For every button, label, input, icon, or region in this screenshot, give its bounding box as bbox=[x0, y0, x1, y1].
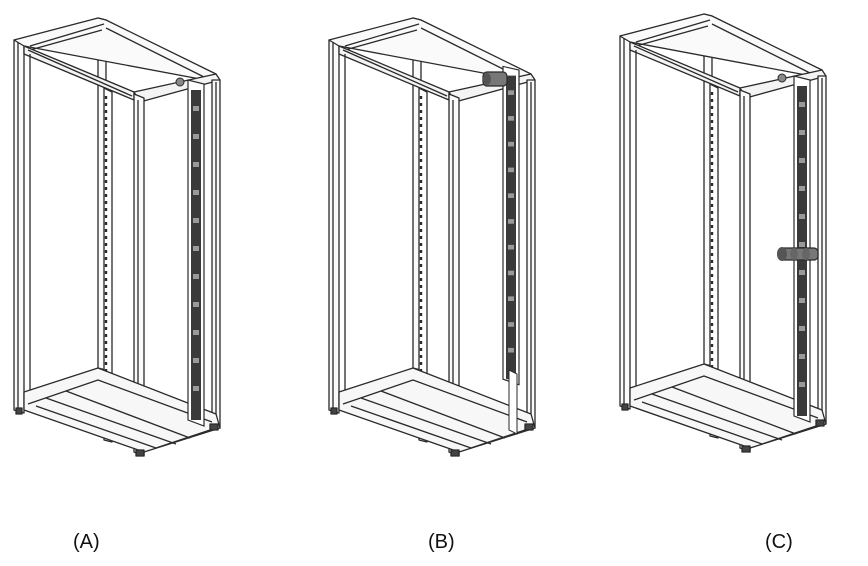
top-connector-icon bbox=[777, 73, 787, 83]
vertical-pdu-icon bbox=[502, 65, 520, 435]
top-connector-icon bbox=[175, 77, 185, 87]
side-mounted-inlet-icon bbox=[777, 247, 819, 261]
vertical-pdu-icon bbox=[187, 79, 205, 427]
panel-label-a: (A) bbox=[73, 531, 100, 553]
panel-label-c: (C) bbox=[765, 531, 793, 553]
rack-b bbox=[327, 16, 537, 458]
top-mounted-inlet-icon bbox=[482, 71, 508, 87]
panel-label-b: (B) bbox=[428, 531, 455, 553]
rack-a bbox=[12, 16, 222, 458]
rack-c bbox=[618, 12, 828, 454]
